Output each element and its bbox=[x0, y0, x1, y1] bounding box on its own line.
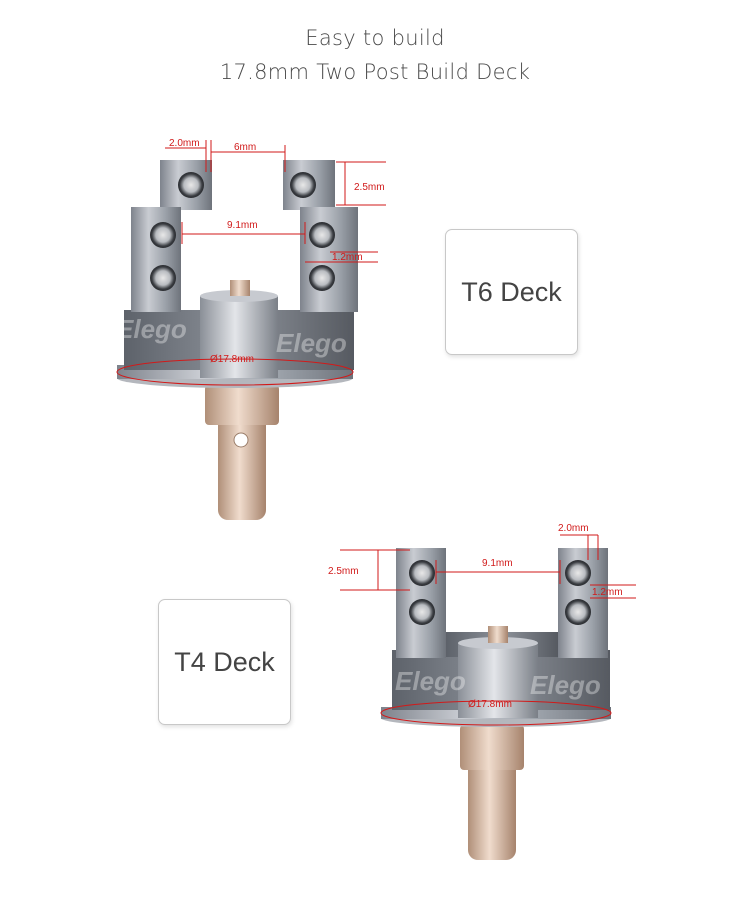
t6-watermark: Elego bbox=[276, 328, 347, 358]
t4-dim-height: 2.5mm bbox=[328, 566, 359, 577]
t6-watermark-left: Elego bbox=[116, 314, 187, 344]
t6-hole-3 bbox=[150, 222, 176, 248]
t4-hole-4 bbox=[565, 599, 591, 625]
t4-deck-label-card: T4 Deck bbox=[158, 599, 291, 725]
t6-left-post bbox=[131, 207, 181, 312]
t4-dim-diameter: Ø17.8mm bbox=[468, 699, 512, 710]
t4-deck-render: Elego Elego bbox=[381, 548, 611, 860]
t4-dim-post-hole: 2.0mm bbox=[558, 523, 589, 534]
t6-hole-2 bbox=[290, 172, 316, 198]
t4-hole-2 bbox=[409, 599, 435, 625]
t4-hole-3 bbox=[565, 560, 591, 586]
t6-hole-1 bbox=[178, 172, 204, 198]
t4-center-pillar bbox=[458, 643, 538, 718]
t4-hole-1 bbox=[409, 560, 435, 586]
headline-deck-size: 17.8mm Two Post Build Deck bbox=[219, 60, 531, 84]
t6-dim-diameter: Ø17.8mm bbox=[210, 354, 254, 365]
t6-dim-inner-width: 9.1mm bbox=[227, 220, 258, 231]
t4-dim-hole-spacing: 1.2mm bbox=[592, 587, 623, 598]
t6-dim-post-hole: 2.0mm bbox=[169, 138, 200, 149]
t6-dim-hole-spacing: 1.2mm bbox=[332, 252, 363, 263]
headline-easy-to-build: Easy to build bbox=[305, 26, 445, 50]
t6-hole-6 bbox=[309, 265, 335, 291]
t6-dim-height: 2.5mm bbox=[354, 182, 385, 193]
t6-deck-render: Elego Elego bbox=[116, 160, 358, 520]
t6-dim-post-gap: 6mm bbox=[234, 142, 256, 153]
t6-hole-4 bbox=[150, 265, 176, 291]
t6-center-pillar bbox=[200, 296, 278, 378]
t6-hole-5 bbox=[309, 222, 335, 248]
t4-dim-inner-width: 9.1mm bbox=[482, 558, 513, 569]
t6-deck-label-card: T6 Deck bbox=[445, 229, 578, 355]
t4-watermark-left: Elego bbox=[395, 666, 466, 696]
t4-watermark-right: Elego bbox=[530, 670, 601, 700]
